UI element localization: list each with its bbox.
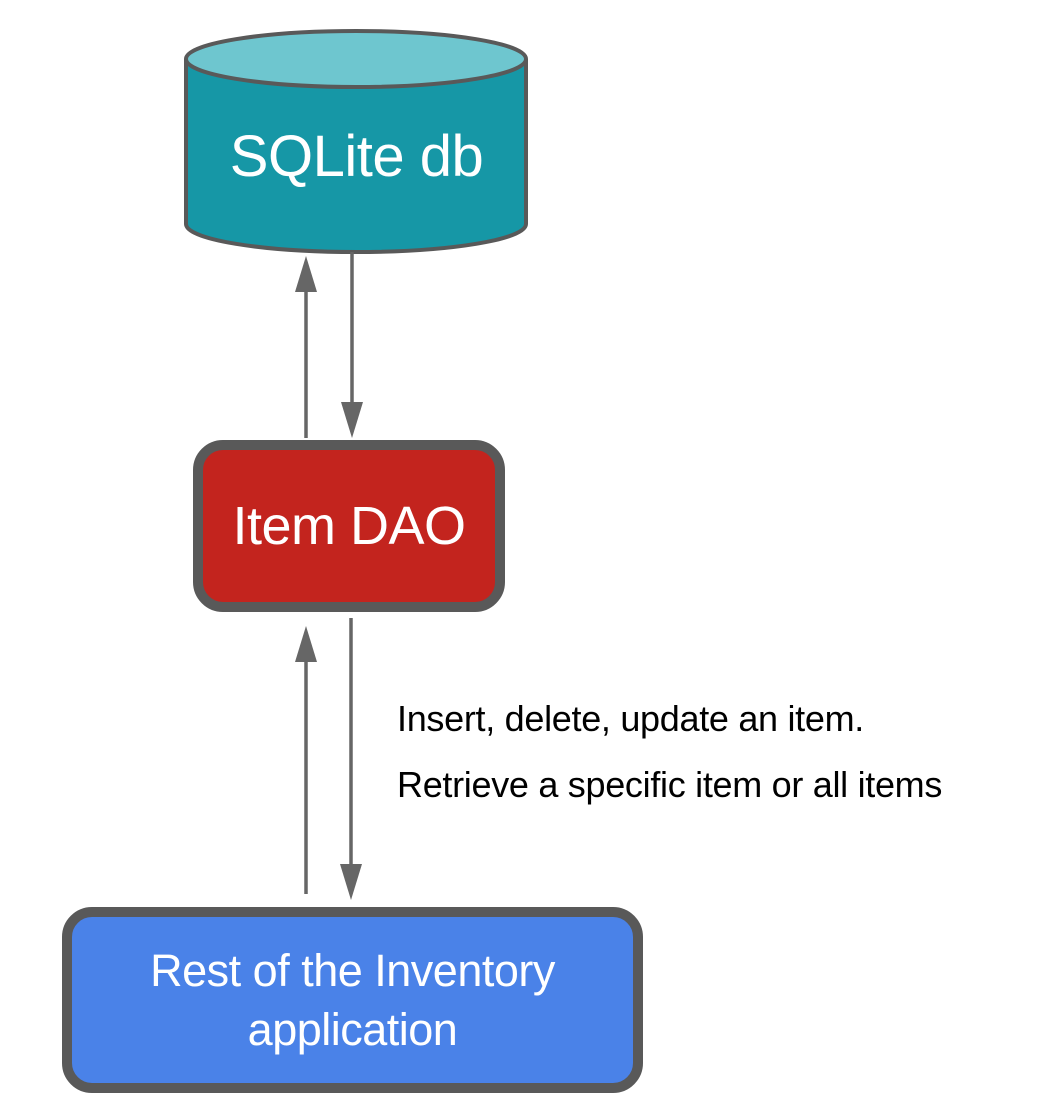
arrow-dao-to-db-head [295, 256, 317, 292]
arrow-annotation: Insert, delete, update an item. Retrieve… [397, 686, 1050, 818]
database-cylinder-top [184, 29, 528, 89]
arrow-app-to-dao-head [295, 626, 317, 662]
arrow-db-to-dao [341, 252, 363, 438]
app-node: Rest of the Inventory application [62, 907, 643, 1093]
app-node-label: Rest of the Inventory application [150, 944, 555, 1055]
dao-node-label: Item DAO [232, 496, 466, 556]
dao-node: Item DAO [193, 440, 505, 612]
annotation-line-2: Retrieve a specific item or all items [397, 764, 943, 805]
annotation-line-1: Insert, delete, update an item. [397, 698, 864, 739]
arrow-db-to-dao-head [341, 402, 363, 438]
arrow-dao-to-app [340, 618, 362, 900]
database-cylinder-icon [184, 29, 528, 254]
database-cylinder-body [184, 59, 528, 254]
database-node-label: SQLite db [229, 124, 484, 189]
arrow-dao-to-db [295, 256, 317, 438]
arrow-dao-to-app-head [340, 864, 362, 900]
arrow-app-to-dao [295, 626, 317, 894]
